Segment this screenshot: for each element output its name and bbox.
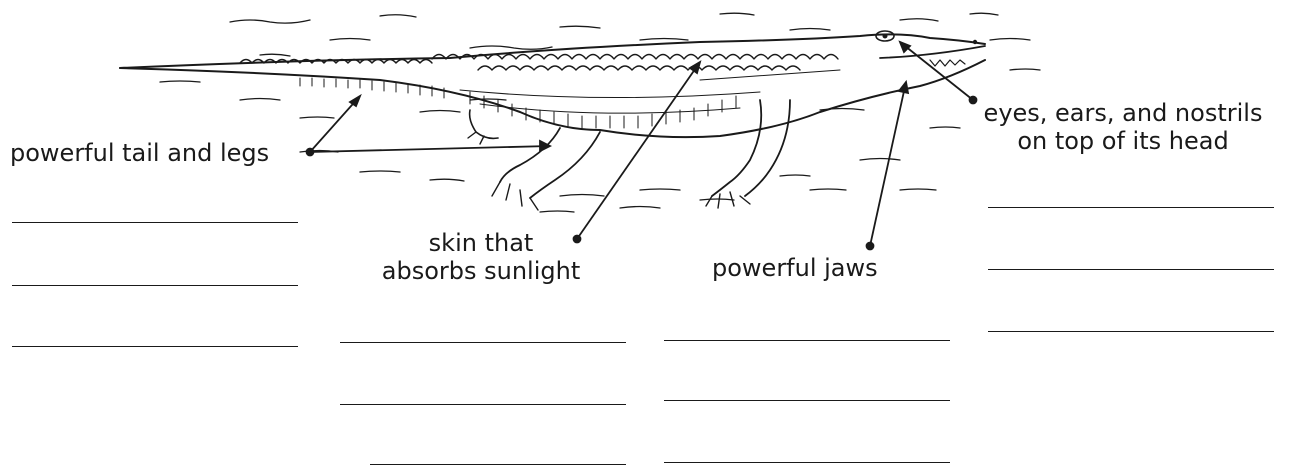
label-eyes-line2: on top of its head xyxy=(978,127,1268,155)
label-eyes-line1: eyes, ears, and nostrils xyxy=(978,99,1268,127)
label-eyes-ears-nostrils: eyes, ears, and nostrils on top of its h… xyxy=(978,99,1268,155)
label-powerful-jaws: powerful jaws xyxy=(712,254,878,282)
writing-line xyxy=(988,207,1274,208)
writing-line xyxy=(988,269,1274,270)
pointer-skin xyxy=(574,62,701,243)
pointer-tail xyxy=(307,96,551,156)
writing-line xyxy=(664,400,950,401)
writing-line xyxy=(12,222,298,223)
writing-line xyxy=(12,346,298,347)
alligator-illustration xyxy=(120,31,985,210)
label-powerful-tail-and-legs: powerful tail and legs xyxy=(10,139,269,167)
writing-line xyxy=(340,342,626,343)
writing-line xyxy=(988,331,1274,332)
label-skin-line2: absorbs sunlight xyxy=(372,257,590,285)
writing-line xyxy=(370,464,626,465)
pointer-jaws xyxy=(867,82,909,250)
label-skin-line1: skin that xyxy=(372,229,590,257)
writing-line xyxy=(340,404,626,405)
pointer-eyes xyxy=(900,42,977,104)
writing-line xyxy=(664,340,950,341)
label-skin-absorbs-sunlight: skin that absorbs sunlight xyxy=(372,229,590,285)
writing-line xyxy=(12,285,298,286)
pointer-lines xyxy=(307,42,977,250)
writing-line xyxy=(664,462,950,463)
